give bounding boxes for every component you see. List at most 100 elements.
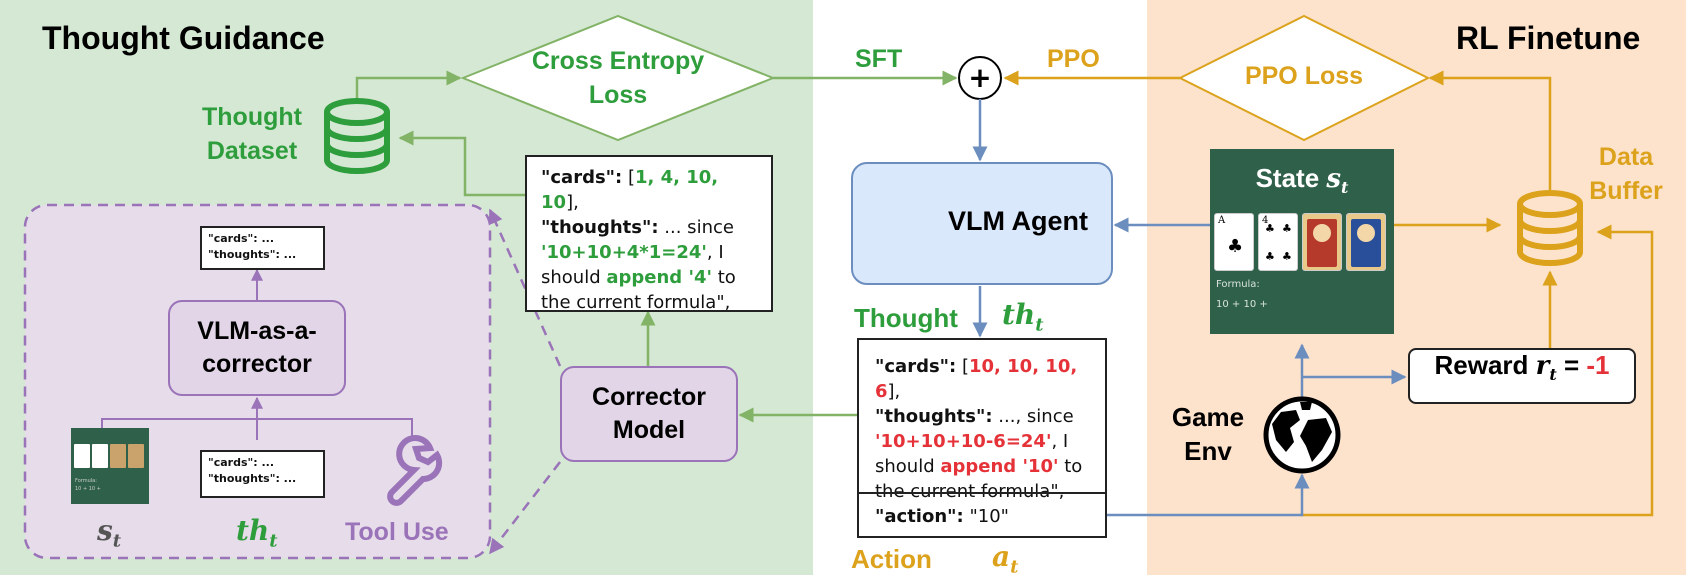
inner-th-t-sub: t	[269, 530, 278, 552]
corrected-append: append '4'	[606, 267, 712, 288]
reward-eq: =	[1556, 350, 1587, 380]
agent-cards-close: ],	[887, 381, 901, 402]
s-t-symbol: st	[97, 514, 121, 552]
reward-box: Reward rt = -1	[1408, 348, 1636, 404]
corrector-model-line2: Model	[612, 416, 686, 444]
reward-sym: r	[1535, 351, 1550, 381]
game-env-line2: Env	[1184, 436, 1232, 466]
cross-entropy-line1: Cross Entropy	[531, 47, 705, 75]
mini-bottom-thoughts: "thoughts": ...	[208, 472, 297, 485]
s-t-base: s	[97, 514, 113, 547]
ppo-loss-label: PPO Loss	[1244, 62, 1364, 90]
box-to-dataset-arrow	[398, 130, 525, 197]
mini-corrected-box: "cards": ... "thoughts": ...	[200, 226, 325, 270]
corrected-cards-values: 1, 4, 10, 10	[541, 167, 719, 213]
thought-dataset-line1: Thought	[202, 103, 302, 131]
thought-dataset-line2: Dataset	[206, 137, 298, 165]
corrected-thought-box: "cards": [1, 4, 10, 10], "thoughts": ...…	[525, 155, 773, 313]
vlm-agent-box	[851, 162, 1113, 285]
state-formula-value: 10 + 10 +	[1216, 299, 1268, 310]
corrected-cards-key: "cards":	[541, 167, 623, 188]
agent-formula: '10+10+10-6=24'	[875, 431, 1052, 452]
reward-sub: t	[1549, 365, 1557, 385]
agent-output-box: "cards": [10, 10, 10, 6], "thoughts": ..…	[857, 338, 1107, 538]
state-card-king-spades	[1346, 213, 1386, 271]
agent-thoughts-key: "thoughts":	[875, 406, 993, 427]
corrected-should: should	[541, 267, 607, 288]
cross-entropy-line2: Loss	[588, 81, 648, 109]
agent-cards-values: 10, 10, 10, 6	[875, 356, 1078, 402]
vlm-corrector-line2: corrector	[202, 350, 312, 378]
state-title: State st	[1210, 163, 1394, 197]
th-t-symbol: tht	[1002, 298, 1044, 336]
inner-th-t-symbol: tht	[236, 514, 278, 552]
th-t-sub: t	[1035, 314, 1044, 336]
section-title-rl-finetune: RL Finetune	[1456, 20, 1641, 56]
agent-action-section: "action": "10"	[859, 492, 1105, 538]
corrector-model-line1: Corrector	[592, 383, 706, 411]
data-buffer-line1: Data	[1598, 143, 1654, 171]
zoom-dash-lower	[489, 461, 561, 555]
mini-bottom-cards: "cards": ...	[208, 456, 275, 469]
thought-label: Thought	[854, 303, 958, 333]
mini-formula-value: 10 + 10 +	[75, 486, 101, 492]
cross-entropy-label: Cross Entropy Loss	[513, 44, 723, 112]
action-to-buffer-arrow	[1300, 224, 1654, 517]
wrench-icon	[387, 435, 443, 506]
corrected-cards-close: ],	[566, 192, 579, 213]
s-t-sub: t	[112, 530, 122, 552]
ppo-label: PPO	[1047, 45, 1100, 73]
state-card-four-clubs: 4 ♣ ♣ ♣ ♣	[1258, 213, 1298, 271]
section-title-thought-guidance: Thought Guidance	[42, 20, 325, 56]
game-env-line1: Game	[1171, 402, 1245, 432]
a-t-base: a	[992, 540, 1011, 573]
corrected-last-line: the current formula",	[541, 292, 731, 313]
agent-to: to	[1058, 456, 1083, 477]
vlm-corrector-line1: VLM-as-a-	[197, 317, 317, 345]
data-buffer-line2: Buffer	[1589, 177, 1663, 205]
dataset-to-ce-arrow	[355, 70, 462, 104]
action-to-env-arrow	[1105, 473, 1310, 517]
corrected-thoughts-rest: ... since	[658, 217, 734, 238]
agent-append: append '10'	[940, 456, 1059, 477]
mini-state-image: Formula: 10 + 10 +	[71, 428, 149, 504]
ppo-loss-diamond	[1177, 14, 1431, 142]
state-card-ace-clubs: A ♣	[1214, 213, 1254, 271]
state-sub: t	[1341, 178, 1349, 198]
action-label: Action	[851, 544, 932, 574]
data-buffer-database-icon	[1517, 190, 1583, 266]
corrected-formula-rest: , I	[706, 242, 724, 263]
corrected-to: to	[712, 267, 736, 288]
mini-formula-label: Formula:	[75, 478, 97, 484]
plus-sign: +	[968, 61, 992, 94]
sft-label: SFT	[855, 45, 903, 73]
game-env-label: Game Env	[1168, 400, 1248, 468]
corrector-model-box: Corrector Model	[560, 366, 738, 462]
agent-last-line: the current formula",	[875, 481, 1065, 502]
mini-card-4	[128, 444, 144, 468]
agent-cards-key: "cards":	[875, 356, 957, 377]
globe-icon	[1263, 396, 1341, 474]
state-panel: State st A ♣ 4 ♣ ♣ ♣ ♣ Formula: 10 + 10 …	[1210, 149, 1394, 334]
mini-card-3	[110, 444, 126, 468]
tool-use-label: Tool Use	[345, 518, 449, 546]
state-formula-label: Formula:	[1216, 279, 1260, 290]
agent-cards-open: [	[956, 356, 969, 377]
data-buffer-label: Data Buffer	[1586, 140, 1666, 208]
corrected-thoughts-key: "thoughts":	[541, 217, 659, 238]
mini-card-1	[74, 444, 90, 468]
a-t-sub: t	[1010, 556, 1019, 578]
reward-value: -1	[1586, 350, 1610, 380]
agent-action-value: "10"	[963, 506, 1009, 527]
state-label: State	[1255, 163, 1327, 193]
mini-card-2	[92, 444, 108, 468]
mini-top-thoughts: "thoughts": ...	[208, 248, 297, 261]
vlm-as-corrector-box: VLM-as-a- corrector	[168, 300, 346, 396]
thought-dataset-database-icon	[324, 98, 390, 174]
thought-dataset-label: Thought Dataset	[196, 100, 308, 168]
corrected-cards-open: [	[622, 167, 635, 188]
corrected-formula: '10+10+4*1=24'	[541, 242, 707, 263]
buffer-to-ppo-arrow	[1428, 70, 1552, 190]
mini-top-cards: "cards": ...	[208, 232, 275, 245]
